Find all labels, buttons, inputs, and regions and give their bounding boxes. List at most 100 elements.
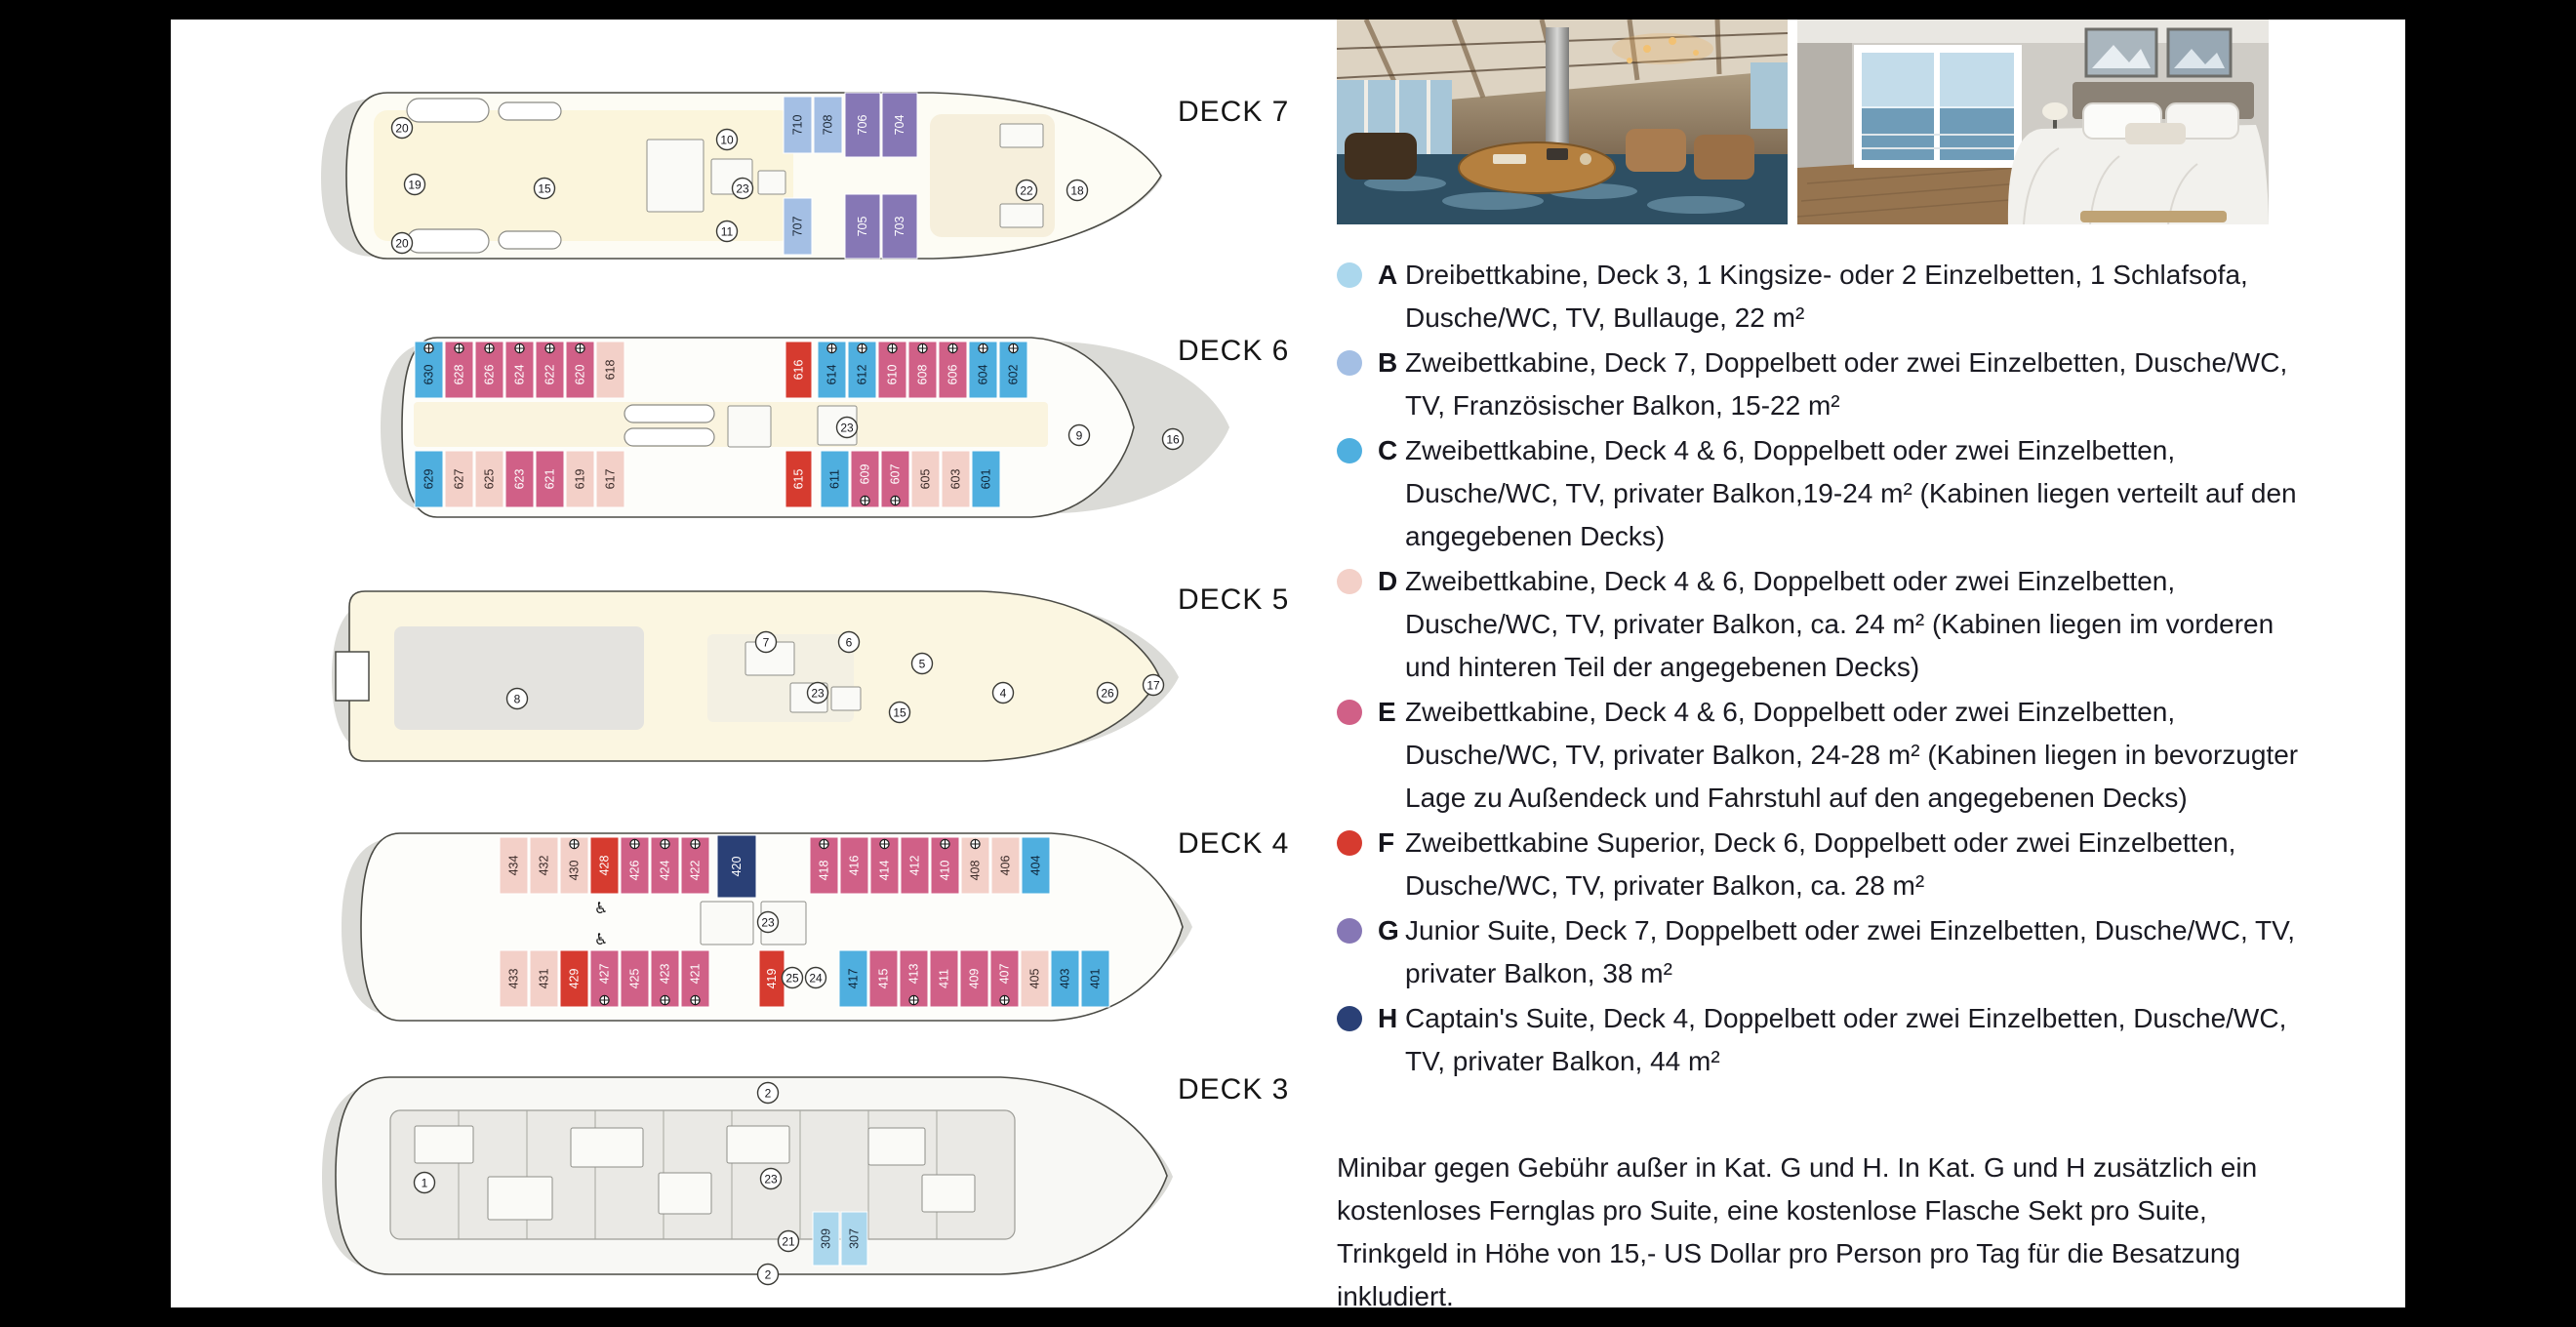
svg-text:2: 2	[765, 1268, 772, 1282]
category-description-E: Zweibettkabine, Deck 4 & 6, Doppelbett o…	[1405, 697, 2299, 813]
cabin-432: 432	[529, 836, 559, 895]
svg-text:413: 413	[907, 964, 921, 985]
svg-text:2: 2	[765, 1087, 772, 1101]
svg-text:618: 618	[604, 360, 618, 381]
svg-text:408: 408	[969, 861, 983, 881]
facility-marker-26: 26	[1096, 681, 1119, 704]
wheelchair-icon: ♿	[594, 930, 608, 948]
cabin-616: 616	[785, 341, 813, 399]
cabin-431: 431	[529, 949, 559, 1008]
cabin-428: 428	[589, 836, 620, 895]
svg-text:617: 617	[604, 469, 618, 490]
cabin-622: 622	[535, 341, 565, 399]
category-description-A: Dreibettkabine, Deck 3, 1 Kingsize- oder…	[1405, 260, 2248, 333]
facility-marker-19: 19	[403, 173, 426, 196]
category-letter-F: F	[1378, 827, 1395, 858]
facility-marker-15: 15	[888, 701, 911, 724]
cabin-627: 627	[444, 450, 474, 508]
cabin-614: 614	[817, 341, 847, 399]
cabin-409: 409	[959, 949, 989, 1008]
svg-text:16: 16	[1166, 433, 1180, 447]
svg-text:423: 423	[659, 964, 672, 985]
facility-marker-23: 23	[835, 416, 859, 439]
svg-text:26: 26	[1101, 687, 1114, 701]
category-dot-D	[1337, 569, 1362, 594]
svg-text:428: 428	[598, 856, 612, 876]
svg-text:9: 9	[1076, 429, 1083, 443]
cabin-708: 708	[813, 96, 843, 154]
category-dot-F	[1337, 830, 1362, 856]
category-letter-G: G	[1378, 915, 1399, 945]
svg-text:605: 605	[919, 469, 933, 490]
cabin-705: 705	[844, 193, 881, 260]
svg-text:625: 625	[483, 469, 497, 490]
svg-text:21: 21	[782, 1235, 795, 1249]
svg-text:20: 20	[395, 122, 409, 136]
svg-text:703: 703	[893, 217, 906, 237]
cabin-621: 621	[535, 450, 565, 508]
facility-marker-25: 25	[781, 966, 804, 989]
svg-text:409: 409	[968, 969, 982, 989]
cabin-406: 406	[990, 836, 1021, 895]
svg-text:415: 415	[877, 969, 891, 989]
svg-text:418: 418	[818, 861, 831, 881]
cabin-427: 427	[589, 949, 620, 1008]
svg-text:411: 411	[938, 969, 951, 988]
cabin-410: 410	[930, 836, 960, 895]
svg-text:623: 623	[513, 469, 527, 490]
deck-3-label: DECK 3	[1178, 1073, 1290, 1106]
cabin-424: 424	[650, 836, 680, 895]
cabin-625: 625	[474, 450, 504, 508]
cabin-430: 430	[559, 836, 589, 895]
cabin-603: 603	[941, 450, 971, 508]
category-letter-H: H	[1378, 1003, 1398, 1033]
cabin-408: 408	[960, 836, 990, 895]
svg-text:24: 24	[809, 972, 823, 985]
facility-marker-4: 4	[991, 681, 1015, 704]
facility-marker-20: 20	[390, 116, 414, 140]
lounge-photo	[1337, 20, 1788, 224]
cabin-434: 434	[499, 836, 529, 895]
svg-text:620: 620	[574, 365, 587, 385]
svg-text:604: 604	[977, 365, 990, 385]
svg-text:417: 417	[847, 969, 861, 989]
svg-text:611: 611	[828, 469, 842, 489]
svg-text:404: 404	[1029, 856, 1043, 876]
svg-text:307: 307	[848, 1228, 862, 1249]
svg-text:410: 410	[939, 861, 952, 881]
cabin-707: 707	[783, 197, 813, 256]
svg-text:5: 5	[919, 658, 926, 671]
category-dot-G	[1337, 918, 1362, 944]
cabin-629: 629	[414, 450, 444, 508]
facility-marker-17: 17	[1142, 673, 1165, 697]
category-dot-H	[1337, 1006, 1362, 1031]
cabin-617: 617	[595, 450, 625, 508]
cabin-412: 412	[900, 836, 930, 895]
svg-text:19: 19	[408, 179, 422, 192]
cabin-403: 403	[1050, 949, 1080, 1008]
cabin-416: 416	[839, 836, 869, 895]
cabin-630: 630	[414, 341, 444, 399]
facility-marker-20: 20	[390, 231, 414, 255]
cabin-423: 423	[650, 949, 680, 1008]
facility-marker-6: 6	[837, 630, 861, 654]
cabin-706: 706	[844, 92, 881, 158]
wheelchair-icon: ♿	[594, 899, 608, 917]
svg-text:614: 614	[825, 365, 839, 385]
cabin-610: 610	[877, 341, 907, 399]
category-description-H: Captain's Suite, Deck 4, Doppelbett oder…	[1405, 1003, 2287, 1076]
cabin-703: 703	[881, 193, 918, 260]
cabin-401: 401	[1080, 949, 1110, 1008]
svg-text:710: 710	[791, 115, 805, 136]
cabin-624: 624	[504, 341, 535, 399]
svg-text:420: 420	[730, 857, 744, 877]
cabin-612: 612	[847, 341, 877, 399]
cabin-414: 414	[869, 836, 900, 895]
category-letter-D: D	[1378, 566, 1398, 596]
svg-text:626: 626	[483, 365, 497, 385]
facility-marker-21: 21	[777, 1229, 800, 1253]
facility-marker-24: 24	[804, 966, 827, 989]
